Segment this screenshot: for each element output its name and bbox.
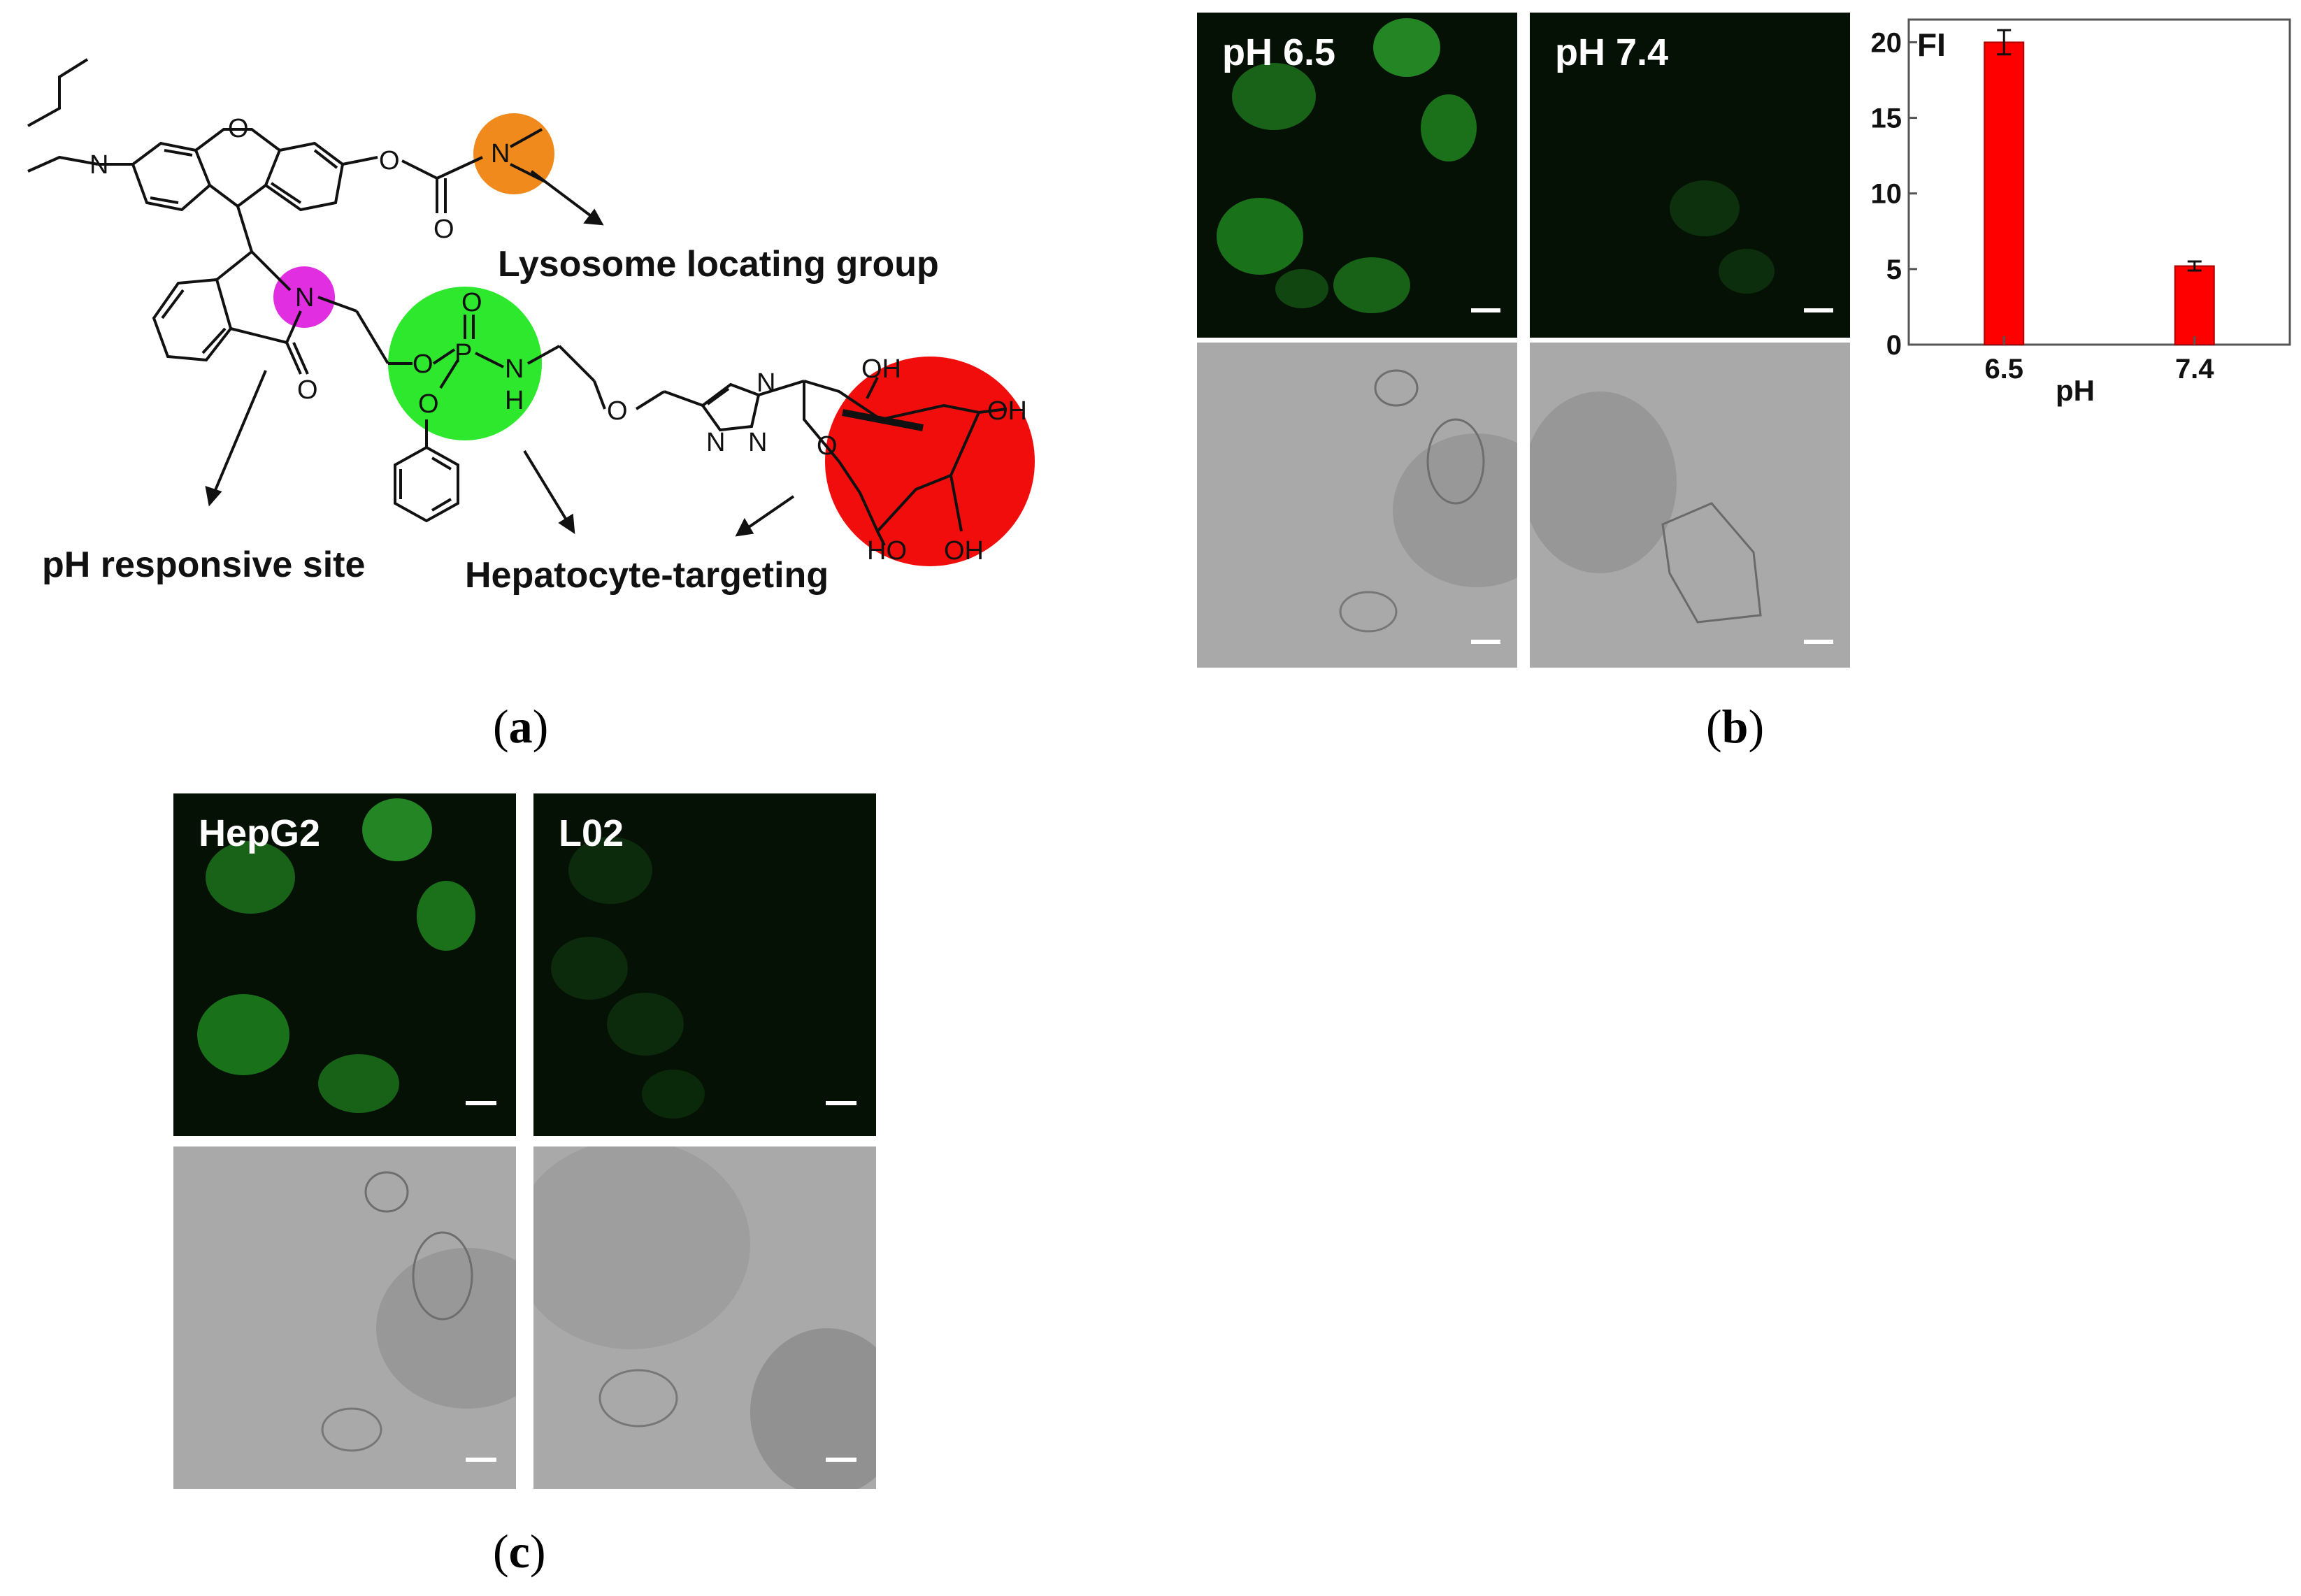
atom-triazole-n3: N: [706, 428, 725, 457]
bar: [2174, 265, 2215, 345]
panel-letter-b: (b): [1706, 700, 1765, 753]
scale-bar: [1804, 308, 1833, 312]
micrograph-label: pH 7.4: [1555, 31, 1669, 73]
atom-n-carbamate: N: [491, 139, 510, 168]
brightfield-cells-ph65: [1339, 369, 1517, 633]
micrograph-label: L02: [559, 812, 624, 854]
micrograph-brightfield-l02: [533, 1146, 876, 1489]
molecule-bonds: [27, 58, 1008, 546]
brightfield-cells-hepg2: [321, 1171, 516, 1452]
green-cells-l02: [551, 837, 705, 1119]
ph-site-circle: [273, 266, 335, 328]
scale-bar: [466, 1458, 496, 1462]
atom-oh-1: OH: [861, 354, 901, 384]
scale-bar: [1471, 308, 1500, 312]
micrograph-fluorescence-ph74: pH 7.4: [1530, 13, 1850, 338]
atom-h-nh: H: [505, 386, 524, 415]
atom-o-ring: O: [228, 114, 249, 143]
plot-frame: [1907, 18, 2291, 346]
y-tick-label: 10: [1871, 179, 1902, 210]
micrograph-fluorescence-l02: L02: [533, 793, 876, 1136]
atom-o-carbonyl: O: [433, 215, 454, 244]
green-cells-hepg2: [197, 798, 475, 1113]
atom-oh-3: OH: [944, 536, 984, 566]
fi-bar-chart: 0 5 10 15 20 6.5 7.4 FI pH: [1871, 18, 2291, 407]
green-cells-ph74: [1670, 180, 1775, 294]
atom-o-p2: O: [461, 288, 482, 317]
label-hepatocyte-targeting: Hepatocyte-targeting: [465, 555, 829, 596]
x-axis-label: pH: [2056, 374, 2095, 407]
atom-ho: HO: [867, 536, 907, 566]
micrograph-label: pH 6.5: [1222, 31, 1336, 73]
scale-bar: [1804, 640, 1833, 644]
y-tick-label: 5: [1886, 254, 1902, 285]
x-tick-label: 7.4: [2175, 354, 2214, 384]
brightfield-cells-ph74: [1530, 391, 1762, 624]
micrograph-brightfield-ph74: [1530, 343, 1850, 668]
y-tick-label: 20: [1871, 27, 1902, 58]
atom-triazole-n2: N: [748, 428, 767, 457]
atom-o-p3: O: [418, 389, 439, 419]
atom-n-nh: N: [505, 354, 524, 384]
atom-n-lactam: N: [295, 283, 314, 312]
micrograph-brightfield-ph65: [1197, 343, 1517, 668]
panel-letter-a: (a): [493, 700, 549, 753]
molecule-diagram: N O O O N N O O P O O N H O N N N OH OH …: [27, 58, 1035, 596]
x-tick-label: 6.5: [1984, 354, 2023, 384]
lysosome-group-circle: [473, 113, 554, 194]
brightfield-cells-l02: [533, 1146, 876, 1489]
phosphoramidate-circle: [388, 287, 542, 440]
atom-o-ester: O: [379, 146, 400, 175]
y-axis-label: FI: [1917, 27, 1946, 63]
atom-o-sugar: O: [817, 431, 838, 461]
green-cells-ph65: [1217, 18, 1477, 313]
atom-triazole-n1: N: [757, 368, 775, 398]
scale-bar: [826, 1458, 856, 1462]
atom-o-p1: O: [413, 350, 433, 379]
y-tick-label: 15: [1871, 103, 1902, 134]
micrograph-fluorescence-hepg2: HepG2: [173, 793, 516, 1136]
bar: [1984, 41, 2025, 345]
scale-bar: [466, 1101, 496, 1105]
label-lysosome-locating-group: Lysosome locating group: [498, 244, 939, 285]
scale-bar: [1471, 640, 1500, 644]
atom-o-ether: O: [607, 396, 628, 426]
galactose-circle: [825, 357, 1035, 566]
atom-oh-2: OH: [987, 396, 1027, 426]
micrograph-brightfield-hepg2: [173, 1146, 516, 1489]
atom-p: P: [454, 339, 472, 368]
atom-n-amine: N: [89, 150, 108, 180]
micrograph-fluorescence-ph65: pH 6.5: [1197, 13, 1517, 338]
atom-o-lactam: O: [297, 375, 318, 405]
scale-bar: [826, 1101, 856, 1105]
micrograph-label: HepG2: [199, 812, 321, 854]
label-ph-responsive-site: pH responsive site: [42, 545, 365, 585]
y-tick-label: 0: [1886, 330, 1902, 361]
panel-letter-c: (c): [493, 1525, 546, 1578]
